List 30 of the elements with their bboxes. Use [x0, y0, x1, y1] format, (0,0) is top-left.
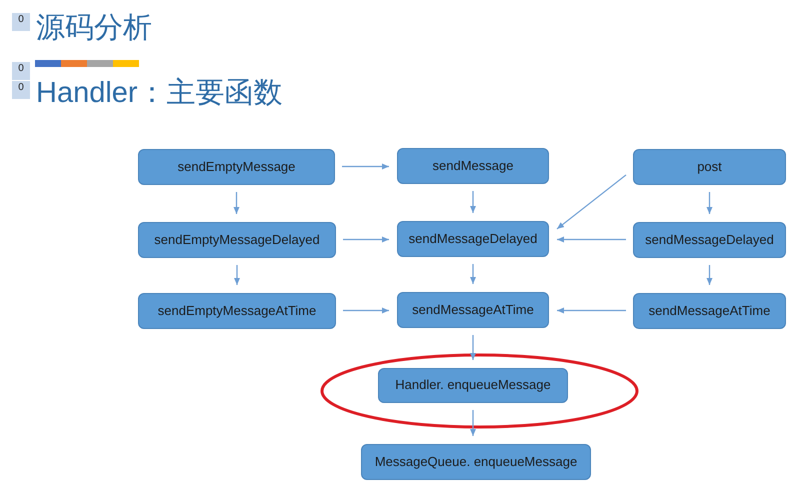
process-box: sendEmptyMessageAtTime [138, 293, 336, 329]
process-box: Handler. enqueueMessage [378, 368, 568, 403]
number-badge: 0 [12, 62, 30, 80]
process-box: MessageQueue. enqueueMessage [361, 444, 591, 480]
arrow [706, 265, 712, 285]
number-badge: 0 [12, 13, 30, 31]
process-box: sendEmptyMessageDelayed [138, 222, 336, 258]
arrow [557, 236, 626, 242]
arrow [343, 308, 389, 314]
arrow [470, 335, 476, 360]
process-box: sendMessageAtTime [397, 292, 549, 328]
number-badge: 0 [12, 81, 30, 99]
process-box: sendMessageDelayed [633, 222, 786, 258]
process-box: post [633, 149, 786, 185]
process-box: sendMessageAtTime [633, 293, 786, 329]
arrow [234, 192, 240, 214]
arrow [470, 264, 476, 284]
arrow [234, 265, 240, 285]
arrow [557, 308, 626, 314]
process-box: sendMessageDelayed [397, 221, 549, 257]
arrow [470, 410, 476, 436]
heading: Handler：主要函数 [36, 78, 283, 110]
arrow [343, 236, 389, 242]
process-box: sendEmptyMessage [138, 149, 335, 185]
arrow [470, 191, 476, 213]
process-box: sendMessage [397, 148, 549, 184]
arrow [556, 174, 626, 230]
arrow [706, 192, 712, 214]
arrow [342, 164, 389, 170]
title: 源码分析 [36, 13, 152, 45]
